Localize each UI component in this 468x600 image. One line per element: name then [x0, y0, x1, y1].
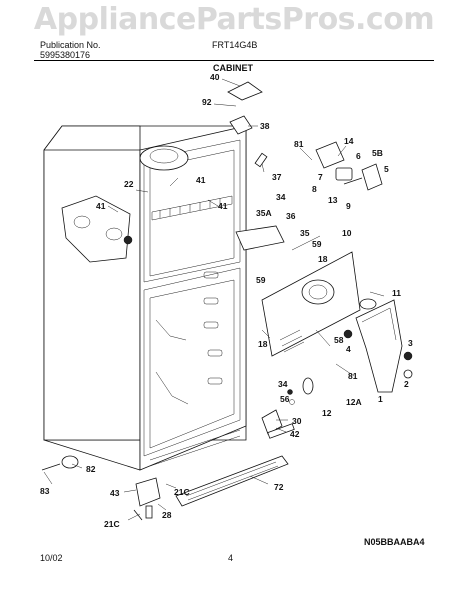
callout: 10: [342, 228, 352, 238]
callout: 36: [286, 211, 296, 221]
callout: 14: [344, 136, 354, 146]
callout-labels: 40 92 38 81 14 6 5B 5 37 8 7 13 9 22 41 …: [40, 72, 413, 529]
callout: 41: [218, 201, 228, 211]
model-number: FRT14G4B: [212, 40, 258, 50]
callout: 42: [290, 429, 300, 439]
callout: 5B: [372, 148, 383, 158]
callout: 81: [348, 371, 358, 381]
callout: 41: [96, 201, 106, 211]
callout: 56: [280, 394, 290, 404]
callout: 12: [322, 408, 332, 418]
callout: 34: [278, 379, 288, 389]
callout: 40: [210, 72, 220, 82]
top-parts: [139, 81, 268, 171]
section-title: CABINET: [213, 63, 253, 73]
toe-grille: [175, 455, 289, 507]
rear-panel: [235, 225, 361, 357]
callout: 18: [258, 339, 268, 349]
callout: 59: [312, 239, 322, 249]
callout: 92: [202, 97, 212, 107]
callout: 59: [256, 275, 266, 285]
callout: 3: [408, 338, 413, 348]
callout: 21C: [174, 487, 190, 497]
callout: 37: [272, 172, 282, 182]
publication-label: Publication No.: [40, 40, 101, 50]
callout: 13: [328, 195, 338, 205]
callout: 43: [110, 488, 120, 498]
callout: 41: [196, 175, 206, 185]
callout: 11: [392, 288, 401, 298]
callout: 2: [404, 379, 409, 389]
header-rule: [34, 60, 434, 61]
callout: 35A: [256, 208, 272, 218]
callout: 81: [294, 139, 304, 149]
callout: 6: [356, 151, 361, 161]
callout: 9: [346, 201, 351, 211]
cabinet-body: [43, 125, 247, 471]
callout: 82: [86, 464, 96, 474]
callout: 72: [274, 482, 284, 492]
callout: 7: [318, 172, 323, 182]
callout: 21C: [104, 519, 120, 529]
callout: 4: [346, 344, 351, 354]
leader-lines: [43, 78, 385, 521]
callout: 58: [334, 335, 344, 345]
control-assembly: [315, 141, 383, 191]
callout: 22: [124, 179, 134, 189]
left-vent-assembly: [61, 195, 133, 263]
callout: 8: [312, 184, 317, 194]
callout: 34: [276, 192, 286, 202]
bottom-left-parts: [41, 455, 161, 521]
callout: 12A: [346, 397, 362, 407]
callout: 1: [378, 394, 383, 404]
callout: 18: [318, 254, 328, 264]
freezer-shelf: [151, 195, 233, 221]
revision-date: 10/02: [40, 553, 63, 563]
diagram-code: N05BBAABA4: [364, 537, 425, 547]
callout: 38: [260, 121, 270, 131]
watermark: AppliancePartsPros.com: [33, 2, 435, 37]
callout: 28: [162, 510, 172, 520]
callout: 35: [300, 228, 310, 238]
callout: 83: [40, 486, 50, 496]
publication-number: 5995380176: [40, 50, 91, 60]
lower-right-parts: [261, 377, 314, 439]
page-number: 4: [228, 553, 234, 563]
air-duct-housing: [343, 298, 413, 393]
callout: 5: [384, 164, 389, 174]
callout: 30: [292, 416, 302, 426]
